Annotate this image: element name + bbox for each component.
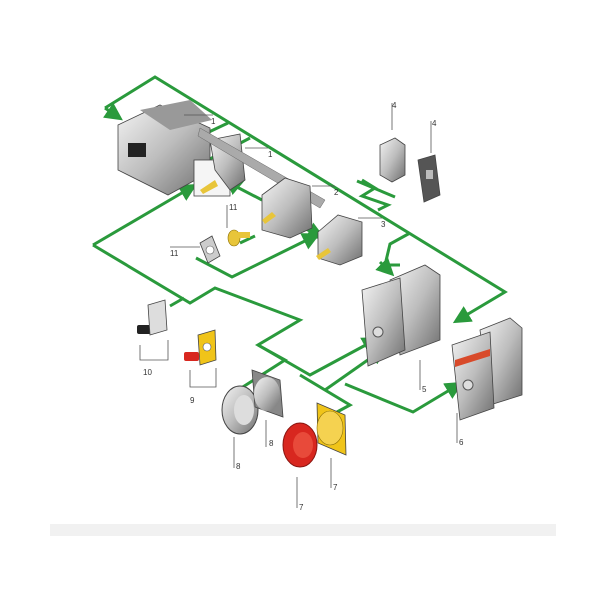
callout-terminal-b: 4 [432,119,437,128]
pole-module-b-part [316,214,363,266]
enclosure-small-part [361,264,441,367]
callout-main-switch: 1 [211,117,216,126]
callout-knob-red: 7 [299,503,304,512]
callout-bezel-gray: 8 [269,439,274,448]
callout-handle-black: 10 [143,368,152,377]
callout-enclosure-small: 5 [422,385,427,394]
enclosure-large-part [451,317,523,421]
leader-lines [139,103,458,508]
callout-pole-module-b: 3 [381,220,386,229]
callout-auxiliary-module: 1 [268,150,273,159]
knob-red-part [282,422,318,468]
handle-black-part [137,325,151,334]
mounting-plate-part [199,235,221,264]
handle-red-part [184,352,199,361]
footer-bar [50,524,556,536]
main-switch-part [117,100,212,196]
bezel-yellow-part [316,402,347,456]
callout-terminal-a: 4 [392,101,397,110]
terminal-b-part [417,154,441,203]
shaft-coupler-part [227,229,250,247]
callout-bezel-yellow: 7 [333,483,338,492]
callout-shaft-coupler: 11 [229,203,238,212]
terminal-a-part [379,137,406,183]
callout-pole-module: 2 [334,188,339,197]
callout-enclosure-large: 6 [459,438,464,447]
callout-knob-gray: 8 [236,462,241,471]
callout-mounting-plate: 11 [170,249,179,258]
bezel-gray-part [251,369,284,418]
label-plate-yellow-part [197,329,217,366]
pole-module-part [261,177,313,239]
label-plate-gray-part [147,299,168,336]
knob-gray-part [221,385,259,435]
callout-handle-red: 9 [190,396,195,405]
